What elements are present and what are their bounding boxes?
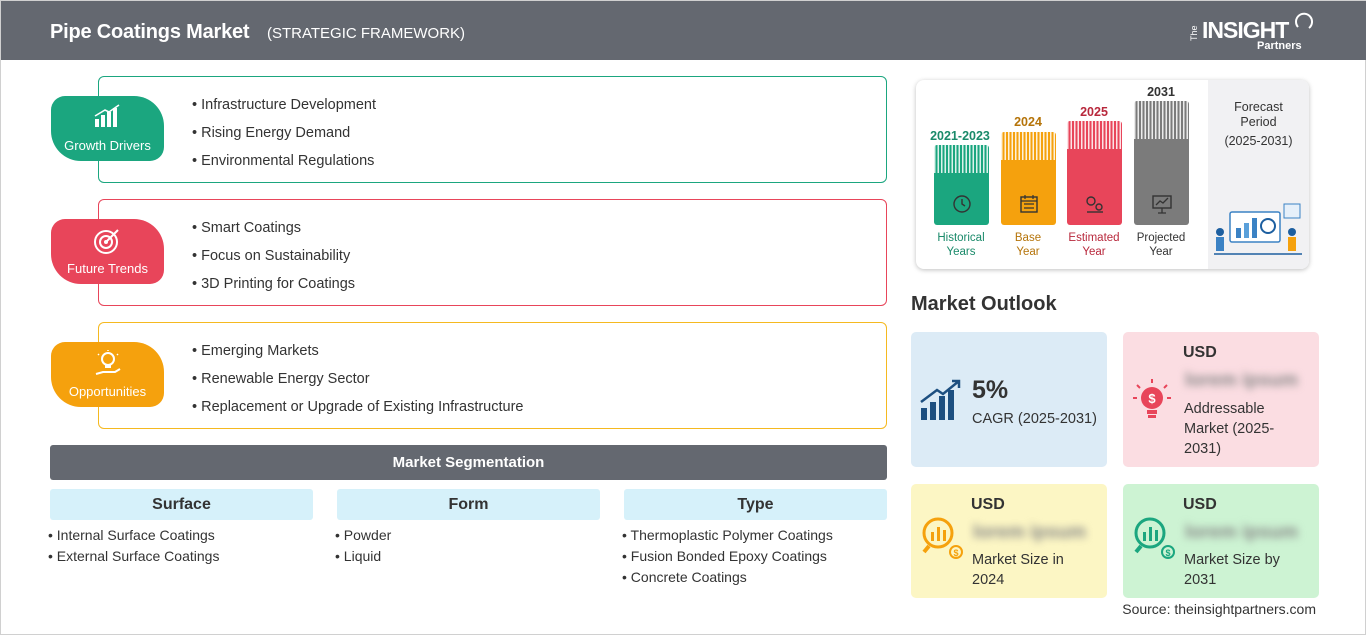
- timeline-bar-projected: [1134, 101, 1189, 225]
- timeline-year-historical: 2021-2023: [930, 129, 990, 143]
- header-bar: Pipe Coatings Market (STRATEGIC FRAMEWOR…: [1, 1, 1366, 60]
- list-item: Concrete Coatings: [622, 569, 833, 590]
- list-item: Environmental Regulations: [192, 153, 376, 181]
- list-item: Rising Energy Demand: [192, 125, 376, 153]
- gears-chart-icon: [1086, 196, 1103, 213]
- magnifier-chart-icon: $: [1134, 517, 1175, 559]
- future-trends-label: Future Trends: [67, 261, 148, 276]
- timeline-year-base: 2024: [1014, 115, 1042, 129]
- size-2031-currency: USD: [1183, 496, 1217, 513]
- size-2031-value: lorem ipsum: [1185, 522, 1298, 543]
- list-item: Liquid: [335, 548, 391, 569]
- size-2024-value: lorem ipsum: [973, 522, 1086, 543]
- addressable-value: lorem ipsum: [1185, 370, 1298, 391]
- insight-partners-logo[interactable]: The INSIGHT Partners: [1189, 11, 1319, 55]
- opportunities-badge: Opportunities: [51, 342, 164, 407]
- addressable-currency: USD: [1183, 344, 1217, 361]
- list-item: Replacement or Upgrade of Existing Infra…: [192, 399, 523, 427]
- growth-drivers-list: Infrastructure Development Rising Energy…: [192, 97, 376, 181]
- logo-partners: Partners: [1257, 40, 1302, 52]
- segment-heading-form: Form: [337, 489, 600, 520]
- logo-the: The: [1189, 25, 1199, 41]
- forecast-period: (2025-2031): [1224, 134, 1293, 148]
- market-outlook-title: Market Outlook: [911, 293, 1057, 315]
- timeline-year-projected: 2031: [1147, 85, 1175, 99]
- growth-drivers-label: Growth Drivers: [64, 138, 151, 153]
- segment-list-form: Powder Liquid: [335, 527, 391, 569]
- list-item: Renewable Energy Sector: [192, 371, 524, 399]
- timeline-year-estimated: 2025: [1080, 105, 1108, 119]
- source-link[interactable]: Source: theinsightpartners.com: [1122, 601, 1316, 617]
- opportunities-list: Emerging Markets Renewable Energy Sector…: [192, 343, 524, 427]
- svg-text:$: $: [1165, 548, 1170, 558]
- page-title: Pipe Coatings Market: [50, 21, 250, 43]
- future-trends-box: Smart Coatings Focus on Sustainability 3…: [98, 199, 887, 306]
- list-item: Infrastructure Development: [192, 97, 376, 125]
- segment-heading-surface: Surface: [50, 489, 313, 520]
- target-icon: [94, 229, 119, 254]
- logo-insight: INSIGHT: [1202, 17, 1289, 43]
- list-item: Thermoplastic Polymer Coatings: [622, 527, 833, 548]
- list-item: Powder: [335, 527, 391, 548]
- market-segmentation-bar: Market Segmentation: [50, 445, 887, 480]
- dollar-bulb-icon: $: [1133, 379, 1171, 418]
- magnifier-chart-icon: $: [922, 517, 963, 559]
- cagr-value: 5%: [972, 376, 1009, 404]
- growth-chart-icon: [920, 379, 961, 420]
- svg-text:$: $: [953, 548, 958, 558]
- list-item: Smart Coatings: [192, 220, 355, 248]
- opportunities-box: Emerging Markets Renewable Energy Sector…: [98, 322, 887, 429]
- opportunities-label: Opportunities: [68, 384, 147, 399]
- timeline-bar-estimated: [1067, 121, 1122, 225]
- future-trends-list: Smart Coatings Focus on Sustainability 3…: [192, 220, 355, 304]
- list-item: Internal Surface Coatings: [48, 527, 219, 548]
- segment-list-type: Thermoplastic Polymer Coatings Fusion Bo…: [622, 527, 833, 590]
- list-item: 3D Printing for Coatings: [192, 276, 355, 304]
- calendar-icon: [1020, 195, 1038, 213]
- timeline-bar-base: [1001, 132, 1056, 225]
- list-item: Emerging Markets: [192, 343, 524, 371]
- cagr-card: 5% CAGR (2025-2031): [911, 332, 1107, 467]
- list-item: Focus on Sustainability: [192, 248, 355, 276]
- cagr-label: CAGR (2025-2031): [972, 411, 1097, 427]
- page-subtitle: (STRATEGIC FRAMEWORK): [267, 25, 466, 42]
- bar-chart-growth-icon: [94, 104, 120, 127]
- list-item: Fusion Bonded Epoxy Coatings: [622, 548, 833, 569]
- segment-heading-type: Type: [624, 489, 887, 520]
- list-item: External Surface Coatings: [48, 548, 220, 569]
- growth-drivers-badge: Growth Drivers: [51, 96, 164, 161]
- segment-list-surface: Internal Surface Coatings External Surfa…: [48, 527, 220, 569]
- growth-drivers-box: Infrastructure Development Rising Energy…: [98, 76, 887, 183]
- timeline-bar-historical: [934, 145, 989, 225]
- lightbulb-hand-icon: [95, 350, 121, 375]
- history-clock-icon: [953, 195, 971, 213]
- size-2024-currency: USD: [971, 496, 1005, 513]
- svg-text:$: $: [1148, 391, 1156, 406]
- analytics-people-icon: [1214, 203, 1302, 255]
- presentation-board-icon: [1152, 195, 1172, 214]
- logo-arc-icon: [1295, 12, 1314, 29]
- future-trends-badge: Future Trends: [51, 219, 164, 284]
